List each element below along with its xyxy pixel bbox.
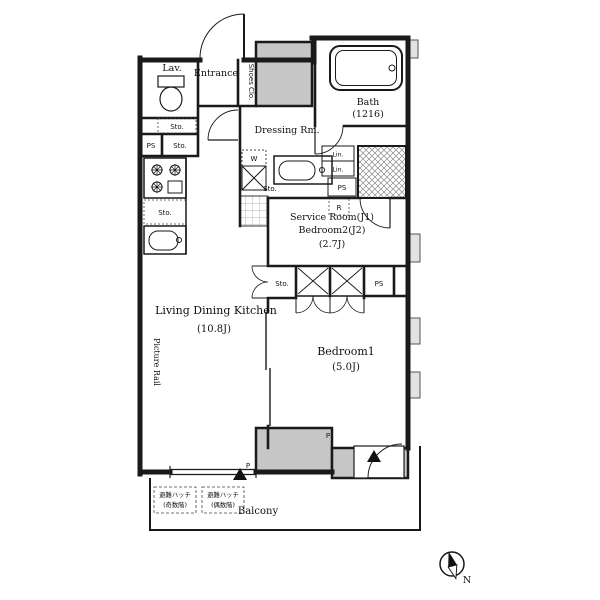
- window-opening: [169, 466, 257, 478]
- service-room-label: Service Room(J1): [290, 212, 374, 223]
- evacuation-hatch-box: [201, 486, 245, 514]
- lav-label: Lav.: [162, 63, 181, 74]
- balcony-outline: [149, 446, 421, 531]
- entrance-door-arc: [199, 13, 245, 59]
- pipe-shaft-hatched: [357, 145, 407, 199]
- bath-size-label: (1216): [352, 109, 384, 120]
- refrigerator-label: R: [337, 204, 342, 212]
- washer-label: W: [251, 155, 258, 163]
- pipe-space-label: PS: [375, 280, 384, 288]
- direction-triangle: [233, 468, 247, 480]
- storage-box: [157, 117, 197, 134]
- evacuation-hatch-floor-odd: (奇数階): [163, 500, 187, 509]
- stove-icon: [143, 157, 187, 199]
- washing-machine-icon: [241, 149, 267, 191]
- p-label: P: [246, 462, 250, 470]
- balcony-door-arc: [367, 443, 403, 479]
- interior-door-arc: [207, 109, 239, 141]
- storage-label: Sto.: [173, 142, 187, 150]
- vanity-sink-icon: [273, 155, 333, 185]
- storage-door-arcs: [251, 265, 269, 299]
- closet-icon: [295, 265, 365, 314]
- ldk-size-label: (10.8J): [197, 324, 231, 335]
- bedroom1-label: Bedroom1: [317, 345, 375, 358]
- sliding-partition: [265, 312, 271, 426]
- linen-label: Lin.: [332, 167, 343, 174]
- ldk-label: Living Dining Kitchen: [155, 304, 277, 317]
- linen-label: Lin.: [332, 152, 343, 159]
- tile-floor: [239, 195, 269, 227]
- service-room-door-arc: [359, 197, 391, 229]
- storage-label: Sto.: [263, 185, 277, 193]
- interior-walls: [138, 58, 410, 450]
- storage-label: Sto.: [170, 123, 184, 131]
- bedroom1-size-label: (5.0J): [332, 362, 360, 373]
- outer-walls: [137, 35, 411, 477]
- evacuation-hatch-label: 避難ハッチ: [159, 490, 190, 499]
- refrigerator-box: [328, 198, 350, 216]
- compass-icon: [439, 551, 465, 580]
- bathtub-icon: [329, 45, 403, 91]
- storage-label: Sto.: [158, 209, 172, 217]
- p-label: P: [326, 432, 330, 440]
- balcony-label: Balcony: [238, 506, 279, 517]
- utility-shaft-block: [254, 40, 314, 108]
- picture-rail-label: Picture Rail: [152, 338, 161, 386]
- dressing-room-label: Dressing Rm.: [255, 125, 320, 136]
- storage-label: Sto.: [275, 280, 289, 288]
- pipe-space-label: PS: [147, 142, 156, 150]
- shoes-closet-label: Shoes Clo.: [247, 64, 255, 101]
- kitchen-sink-icon: [143, 225, 187, 255]
- bath-label: Bath: [357, 97, 380, 108]
- service-room-size-label: (2.7J): [319, 239, 345, 250]
- toilet-icon: [157, 75, 185, 112]
- evacuation-hatch-floor-even: (偶数階): [211, 500, 235, 509]
- north-label: N: [463, 575, 471, 586]
- linen-closet: [321, 145, 357, 197]
- evacuation-hatch-box: [153, 486, 197, 514]
- entrance-label: Entrance: [194, 68, 239, 79]
- pipe-space-label: PS: [338, 184, 347, 192]
- evacuation-hatch-label: 避難ハッチ: [207, 490, 238, 499]
- direction-triangle: [367, 450, 381, 462]
- bedroom2-label: Bedroom2(J2): [299, 225, 366, 236]
